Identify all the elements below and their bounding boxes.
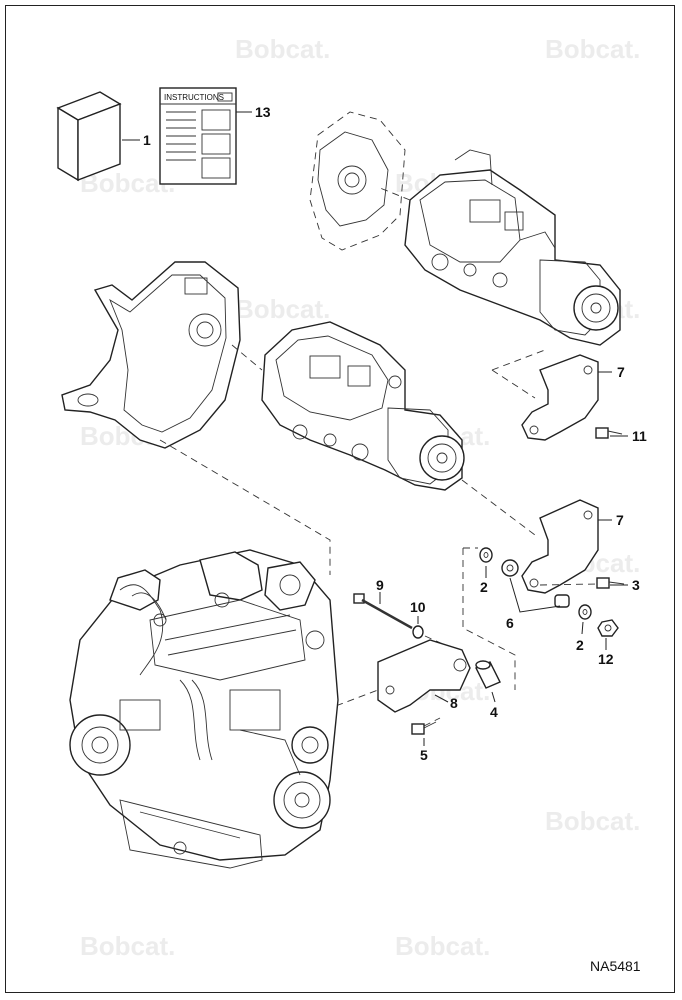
watermark-logo: Bobcat. xyxy=(80,931,175,961)
callout-label: 11 xyxy=(632,428,647,444)
callout-label: 9 xyxy=(376,577,384,593)
callout-labels: 1 13 7 11 7 9 10 2 3 6 2 12 8 4 5 xyxy=(143,104,647,763)
spacer-part[interactable] xyxy=(501,559,570,613)
watermark-logo: Bobcat. xyxy=(395,931,490,961)
washer-part[interactable] xyxy=(578,604,592,635)
bolt-part[interactable] xyxy=(539,577,628,589)
bolt-part[interactable] xyxy=(411,717,441,746)
watermark-text: Bobcat. xyxy=(545,34,640,64)
watermark-text: Bobcat. xyxy=(545,806,640,836)
kit-box-part[interactable] xyxy=(56,91,140,182)
pump-mount-bracket-upper[interactable] xyxy=(521,354,612,441)
callout-label: 12 xyxy=(598,651,614,667)
dashed-assembly-line xyxy=(461,479,536,536)
dashed-assembly-line xyxy=(462,548,516,690)
hydrostatic-pump-middle[interactable] xyxy=(261,321,465,491)
callout-label: 13 xyxy=(255,104,271,120)
instructions-sheet-part[interactable]: INSTRUCTIONS xyxy=(159,87,252,185)
watermark-text: Bobcat. xyxy=(235,294,330,324)
callout-label: 8 xyxy=(450,695,458,711)
callout-label: 6 xyxy=(506,615,514,631)
figure-reference-number: NA5481 xyxy=(590,958,641,974)
dashed-assembly-line xyxy=(379,187,411,201)
diagram-frame xyxy=(5,5,675,993)
adapter-plate-upper[interactable] xyxy=(309,111,406,251)
callout-label: 7 xyxy=(617,364,625,380)
nut-part[interactable] xyxy=(597,619,619,650)
bolt-part[interactable] xyxy=(595,427,628,439)
callout-label: 7 xyxy=(616,512,624,528)
engine-assembly[interactable] xyxy=(69,549,339,869)
pump-mount-bracket-lower[interactable] xyxy=(521,499,612,594)
dashed-assembly-line xyxy=(491,349,546,371)
watermark-logo: Bobcat. xyxy=(545,806,640,836)
washer-part[interactable] xyxy=(412,616,424,639)
washer-part[interactable] xyxy=(479,547,493,578)
callout-label: 2 xyxy=(480,579,488,595)
callout-label: 5 xyxy=(420,747,428,763)
callout-label: 3 xyxy=(632,577,640,593)
watermark-text: Bobcat. xyxy=(80,931,175,961)
callout-label: 1 xyxy=(143,132,151,148)
dashed-assembly-line xyxy=(491,369,536,399)
dashed-assembly-line xyxy=(231,344,263,371)
long-bolt-part[interactable] xyxy=(353,592,413,630)
dashed-assembly-line xyxy=(324,689,379,711)
watermark-text: Bobcat. xyxy=(235,34,330,64)
sleeve-part[interactable] xyxy=(475,660,501,703)
watermark-logo: Bobcat. xyxy=(235,294,330,324)
hydrostatic-pump-upper[interactable] xyxy=(404,149,621,346)
callout-label: 2 xyxy=(576,637,584,653)
watermark-logo: Bobcat. xyxy=(545,34,640,64)
callout-label: 4 xyxy=(490,704,498,720)
callout-label: 10 xyxy=(410,599,426,615)
watermark-logo: Bobcat. xyxy=(235,34,330,64)
watermark-text: Bobcat. xyxy=(395,931,490,961)
dashed-assembly-line xyxy=(159,439,331,575)
engine-mount-bracket-part[interactable] xyxy=(377,639,471,713)
instructions-label: INSTRUCTIONS xyxy=(164,93,224,102)
adapter-plate-lower[interactable] xyxy=(61,261,241,449)
